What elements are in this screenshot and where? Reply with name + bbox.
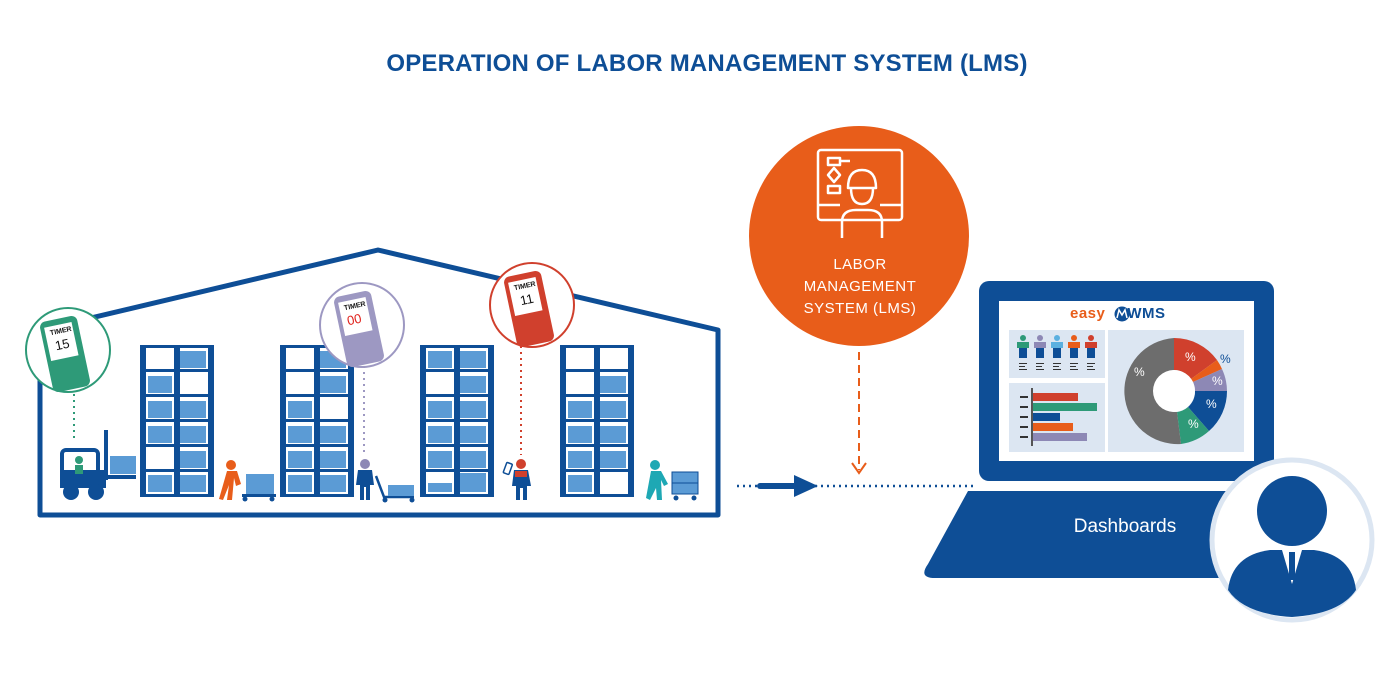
- donut-label-grey: %: [1134, 365, 1145, 379]
- brand-easy: easy: [1070, 305, 1106, 322]
- timer-device-green: [25, 307, 111, 393]
- flow-arrow-head: [794, 475, 818, 497]
- lms-label-line-2: MANAGEMENT: [803, 278, 917, 295]
- lms-label: LABOR MANAGEMENT SYSTEM (LMS): [760, 254, 960, 320]
- donut-label-red: %: [1185, 350, 1196, 364]
- timer-2-value: 00: [345, 310, 363, 329]
- lms-arrow-head: [851, 462, 867, 475]
- rack-1: [140, 345, 214, 497]
- user-avatar-icon: [1228, 476, 1356, 617]
- donut-label-orange: %: [1220, 352, 1231, 366]
- worker-cart-icon: [646, 460, 699, 501]
- flow-arrow-shaft: [757, 483, 797, 489]
- lms-label-line-3: SYSTEM (LMS): [803, 300, 917, 317]
- worker-scanner-icon: [502, 459, 531, 500]
- timer-1-value: 15: [53, 335, 71, 354]
- lms-label-line-1: LABOR: [833, 256, 887, 273]
- donut-label-purple: %: [1212, 374, 1223, 388]
- timer-device-purple: [319, 282, 405, 368]
- rack-2: [280, 345, 354, 497]
- dashboards-label: Dashboards: [1073, 516, 1177, 537]
- lms-circle: [749, 126, 969, 346]
- easywms-logo: easy WMS: [1070, 305, 1166, 322]
- worker-pallet-jack-icon: [219, 460, 276, 502]
- timer-device-red: [489, 262, 575, 348]
- worker-figures: [1017, 335, 1097, 370]
- warehouse-outline: [37, 247, 721, 518]
- page-title: OPERATION OF LABOR MANAGEMENT SYSTEM (LM…: [386, 50, 1028, 77]
- donut-label-green: %: [1188, 417, 1199, 431]
- timer-3-value: 11: [518, 290, 535, 309]
- worker-flowchart-icon: [816, 148, 904, 238]
- worker-trolley-icon: [356, 459, 415, 503]
- donut-chart: [1124, 338, 1228, 445]
- rack-3: [420, 345, 494, 497]
- forklift-icon: [60, 430, 136, 500]
- donut-label-blue: %: [1206, 397, 1217, 411]
- bar-chart: [1020, 388, 1097, 446]
- wms-logo-icon: [1114, 306, 1130, 322]
- rack-4: [560, 345, 634, 497]
- brand-wms: WMS: [1127, 305, 1166, 322]
- laptop-base: [924, 491, 1255, 578]
